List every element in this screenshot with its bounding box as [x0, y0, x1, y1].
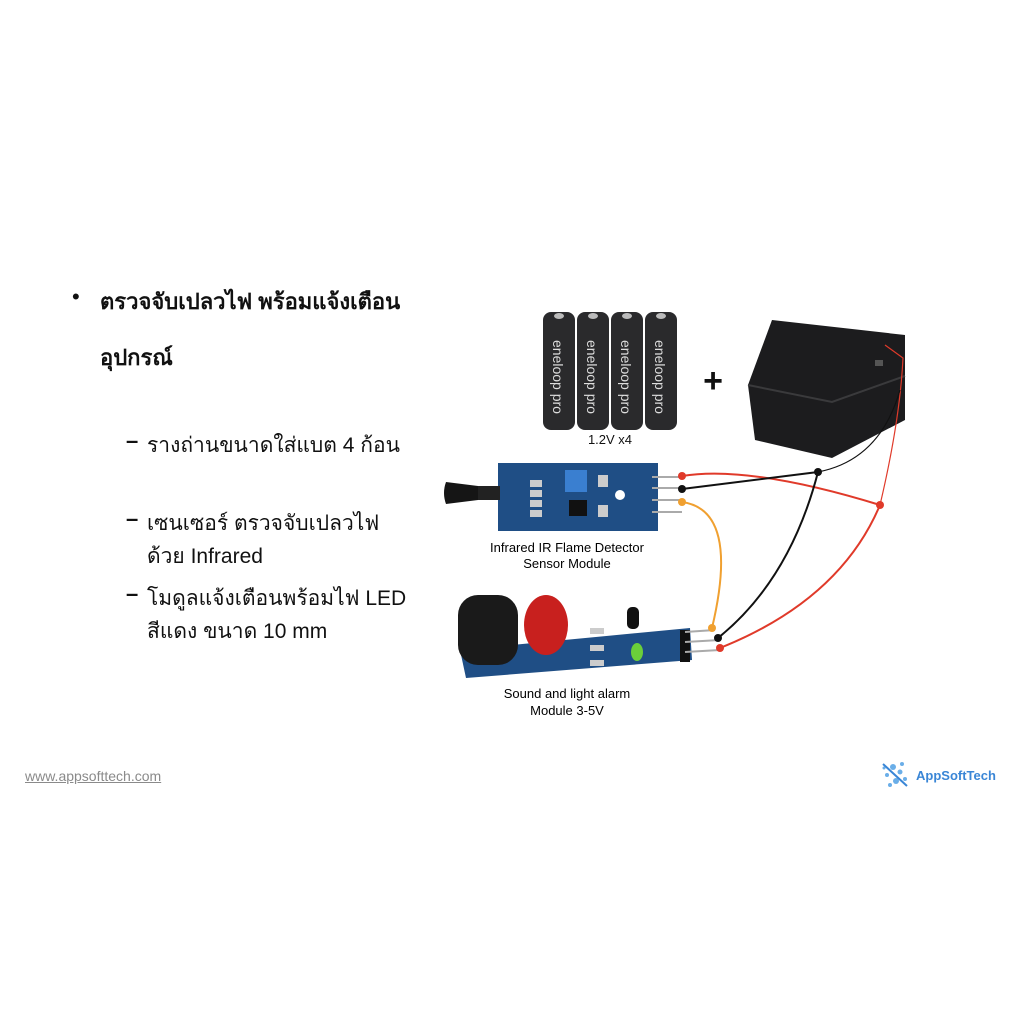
- plus-sign: +: [703, 362, 723, 400]
- alarm-caption-line2: Module 3-5V: [530, 703, 604, 718]
- dash-bullet: –: [126, 428, 139, 453]
- wire-vcc: [879, 344, 904, 506]
- flame-sensor-image: [444, 463, 682, 531]
- batteries-image: eneloop pro eneloop pro eneloop pro enel…: [543, 312, 677, 430]
- sub-item-alarm-module: โมดูลแจ้งเตือนพร้อมไฟ LED สีแดง ขนาด 10 …: [147, 587, 407, 643]
- wire-gnd: [681, 471, 819, 490]
- website-link[interactable]: www.appsofttech.com: [25, 768, 162, 784]
- wire-junction-dots: [678, 468, 884, 652]
- main-bullet-text: ตรวจจับเปลวไฟ พร้อมแจ้งเตือน: [100, 289, 401, 314]
- battery-label: eneloop pro: [652, 340, 668, 414]
- wire-vcc: [719, 504, 881, 649]
- wire-vcc: [681, 472, 881, 506]
- appsofttech-logo-icon: [882, 762, 908, 787]
- dash-bullet: –: [126, 581, 139, 606]
- sub-item-battery-holder: รางถ่านขนาดใส่แบต 4 ก้อน: [147, 434, 400, 457]
- dash-bullet: –: [126, 506, 139, 531]
- section-heading: อุปกรณ์: [100, 345, 173, 370]
- sub-item-flame-sensor: เซนเซอร์ ตรวจจับเปลวไฟ ด้วย Infrared: [147, 512, 380, 568]
- battery-caption: 1.2V x4: [588, 432, 632, 447]
- battery-label: eneloop pro: [584, 340, 600, 414]
- sensor-caption-line2: Sensor Module: [523, 556, 610, 571]
- wire-gnd: [817, 389, 901, 473]
- battery-label: eneloop pro: [618, 340, 634, 414]
- battery-holder-image: [747, 320, 906, 458]
- alarm-module-image: [458, 595, 721, 678]
- alarm-caption-line1: Sound and light alarm: [504, 686, 630, 701]
- bullet-dot: •: [72, 284, 80, 309]
- battery-label: eneloop pro: [550, 340, 566, 414]
- wire-signal: [681, 501, 723, 629]
- wire-gnd: [717, 471, 819, 639]
- logo-text: AppSoftTech: [916, 768, 996, 783]
- sensor-caption-line1: Infrared IR Flame Detector: [490, 540, 645, 555]
